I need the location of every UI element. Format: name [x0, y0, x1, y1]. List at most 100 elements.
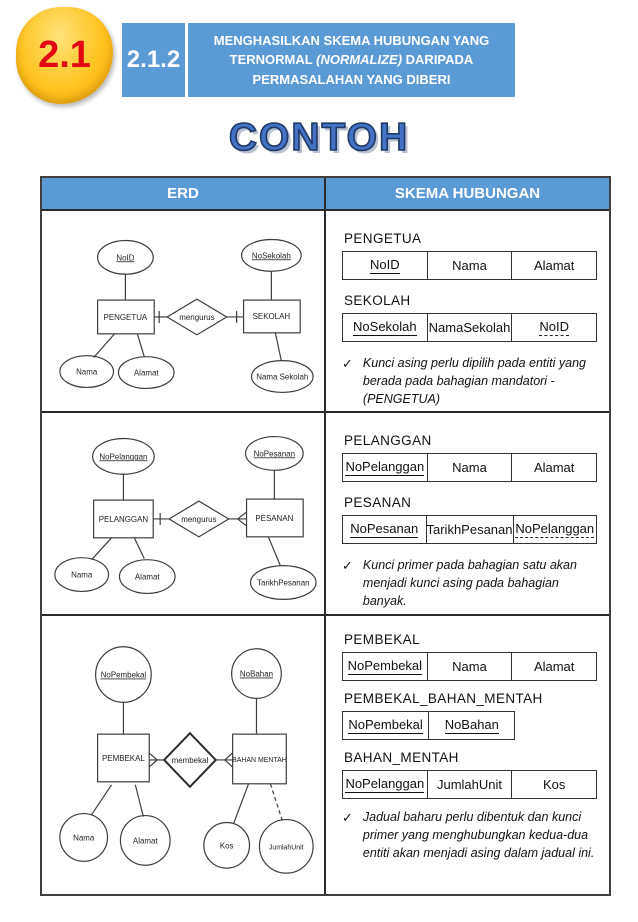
contoh-heading: CONTOH [228, 115, 410, 160]
schema-field: Alamat [533, 659, 575, 674]
attribute-circle-nopembekal [95, 646, 152, 703]
entity-pesanan [245, 498, 304, 538]
attribute-circle-alamat [119, 814, 171, 866]
svg-text:membekal: membekal [172, 756, 209, 765]
attribute-ellipse-alamat [118, 559, 176, 595]
svg-text:TarikhPesanan: TarikhPesanan [257, 578, 310, 587]
schema-name: PENGETUA [344, 231, 422, 246]
attribute-circle-kos [203, 821, 251, 869]
entity-bahan-mentah [232, 733, 287, 785]
column-header-skema: SKEMA HUBUNGAN [326, 178, 609, 211]
svg-text:Nama: Nama [71, 571, 93, 580]
title-line-1: MENGHASILKAN SKEMA HUBUNGAN YANG [213, 32, 490, 48]
erd-schema-table: ERD SKEMA HUBUNGAN NoID NoSekolah PENGET… [40, 176, 611, 896]
subsection-number: 2.1.2 [122, 23, 188, 97]
schema-name: PEMBEKAL_BAHAN_MENTAH [344, 691, 543, 706]
attribute-ellipse-nopesanan [244, 435, 304, 471]
svg-text:JumlahUnit: JumlahUnit [269, 844, 304, 851]
schema-field: NoBahan [444, 717, 499, 734]
section-number: 2.1 [38, 34, 91, 76]
check-icon: ✓ [342, 558, 353, 573]
note-text: Jadual baharu perlu dibentuk dan kunci p… [362, 810, 595, 860]
schema-table-pelanggan: NoPelanggan Nama Alamat [342, 453, 597, 482]
schema-panel-row2: PELANGGAN NoPelanggan Nama Alamat PESANA… [326, 413, 609, 616]
svg-text:PENGETUA: PENGETUA [104, 313, 148, 322]
attribute-ellipse-nama [54, 557, 110, 593]
attribute-circle-jumlahunit [258, 818, 314, 874]
attribute-circle-nama [59, 812, 109, 862]
note-text: Kunci primer pada bahagian satu akan men… [362, 558, 577, 608]
schema-name: PELANGGAN [344, 433, 432, 448]
schema-field: Alamat [533, 460, 575, 475]
erd-diagram-row3: NoPembekal NoBahan PEMBEKAL BAHAN MENTAH… [42, 616, 326, 894]
svg-text:mengurus: mengurus [181, 515, 216, 524]
schema-field: NoID [539, 319, 569, 336]
entity-pembekal [97, 733, 150, 783]
svg-text:NoPesanan: NoPesanan [254, 449, 295, 458]
attribute-ellipse-noid [97, 239, 154, 275]
schema-field: NoPelanggan [515, 521, 595, 538]
schema-field: NoID [343, 252, 428, 279]
entity-pelanggan [93, 499, 154, 539]
schema-name: PEMBEKAL [344, 632, 420, 647]
schema-field: Alamat [533, 258, 575, 273]
check-icon: ✓ [342, 810, 353, 825]
schema-name: BAHAN_MENTAH [344, 750, 459, 765]
svg-text:Alamat: Alamat [133, 836, 158, 845]
svg-text:PEMBEKAL: PEMBEKAL [102, 754, 145, 763]
erd-diagram-row1: NoID NoSekolah PENGETUA SEKOLAH mengurus… [42, 211, 326, 413]
svg-text:Nama: Nama [76, 368, 98, 377]
svg-text:mengurus: mengurus [179, 313, 214, 322]
note-row1: ✓ Kunci asing perlu dipilih pada entiti … [342, 355, 597, 408]
note-row2: ✓ Kunci primer pada bahagian satu akan m… [342, 557, 597, 610]
svg-text:Nama Sekolah: Nama Sekolah [256, 373, 308, 382]
note-text: Kunci asing perlu dipilih pada entiti ya… [362, 356, 586, 406]
schema-table-sekolah: NoSekolah NamaSekolah NoID [342, 313, 597, 342]
schema-field: NoPelanggan [343, 771, 428, 798]
schema-field: NoPesanan [343, 516, 427, 543]
relationship-diamond-mengurus [165, 298, 228, 336]
check-icon: ✓ [342, 356, 353, 371]
svg-text:PESANAN: PESANAN [255, 514, 293, 523]
schema-field: Nama [428, 653, 513, 680]
schema-field: NoPembekal [343, 653, 428, 680]
svg-text:Alamat: Alamat [135, 573, 160, 582]
note-row3: ✓ Jadual baharu perlu dibentuk dan kunci… [342, 809, 597, 862]
svg-text:NoPelanggan: NoPelanggan [99, 452, 147, 461]
svg-text:NoSekolah: NoSekolah [252, 251, 291, 260]
schema-field: NoSekolah [343, 314, 428, 341]
schema-name: PESANAN [344, 495, 412, 510]
schema-field: Nama [428, 454, 513, 481]
relationship-diamond-membekal [162, 731, 218, 789]
entity-sekolah [242, 299, 301, 334]
erd-svg-pengetua-sekolah: NoID NoSekolah PENGETUA SEKOLAH mengurus… [59, 238, 314, 394]
schema-panel-row1: PENGETUA NoID Nama Alamat SEKOLAH NoSeko… [326, 211, 609, 413]
relationship-diamond-mengurus [167, 500, 230, 538]
title-line-2: TERNORMAL (NORMALIZE) DARIPADA [229, 52, 474, 68]
attribute-ellipse-tarikhpesanan [249, 565, 317, 600]
schema-table-pembekal: NoPembekal Nama Alamat [342, 652, 597, 681]
svg-text:NoBahan: NoBahan [240, 670, 273, 679]
schema-table-pesanan: NoPesanan TarikhPesanan NoPelanggan [342, 515, 597, 544]
attribute-ellipse-nama-sekolah [250, 360, 314, 394]
section-badge: 2.1 [16, 7, 113, 104]
schema-table-bahan-mentah: NoPelanggan JumlahUnit Kos [342, 770, 597, 799]
erd-svg-pelanggan-pesanan: NoPelanggan NoPesanan PELANGGAN PESANAN … [54, 435, 317, 600]
schema-field: NoPembekal [343, 712, 430, 739]
attribute-ellipse-nopelanggan [92, 437, 155, 475]
erd-svg-pembekal-bahanmentah: NoPembekal NoBahan PEMBEKAL BAHAN MENTAH… [59, 646, 314, 874]
schema-field: NamaSekolah [428, 314, 513, 341]
svg-text:Nama: Nama [73, 833, 95, 842]
title-line-3: PERMASALAHAN YANG DIBERI [252, 71, 451, 87]
attribute-circle-nobahan [231, 648, 282, 699]
schema-panel-row3: PEMBEKAL NoPembekal Nama Alamat PEMBEKAL… [326, 616, 609, 894]
erd-diagram-row2: NoPelanggan NoPesanan PELANGGAN PESANAN … [42, 413, 326, 616]
svg-text:Kos: Kos [220, 841, 234, 850]
title-bar: 2.1.2 MENGHASILKAN SKEMA HUBUNGAN YANG T… [122, 23, 515, 97]
schema-table-pengetua: NoID Nama Alamat [342, 251, 597, 280]
svg-text:PELANGGAN: PELANGGAN [99, 515, 149, 524]
schema-field: NoPelanggan [343, 454, 428, 481]
slide-title: MENGHASILKAN SKEMA HUBUNGAN YANG TERNORM… [188, 23, 515, 97]
svg-text:NoID: NoID [116, 253, 134, 262]
